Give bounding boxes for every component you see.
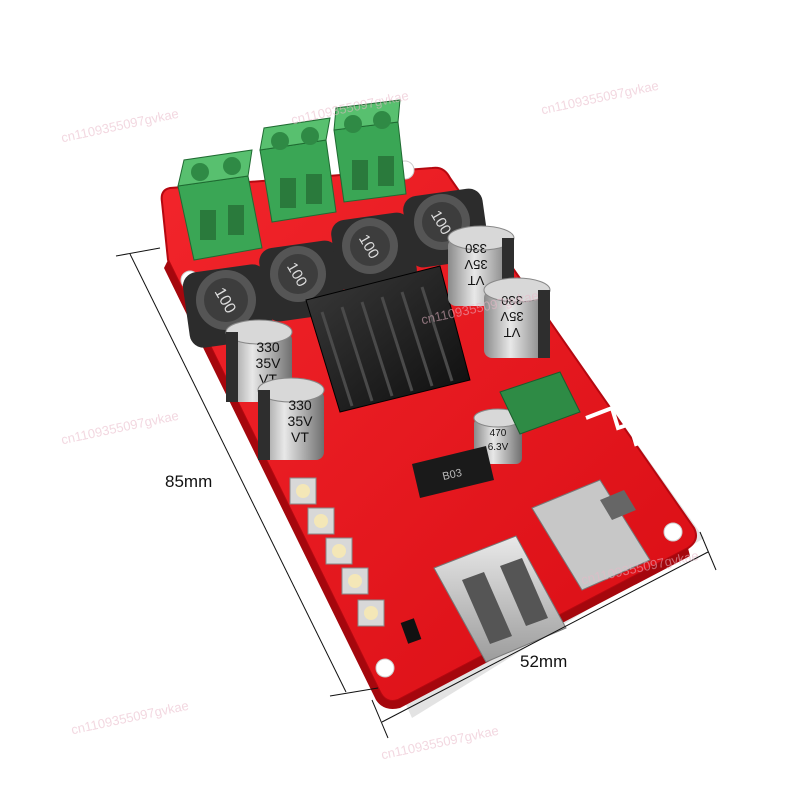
inductor-3: 100 — [331, 212, 417, 292]
capacitor-4-line2: 35V — [500, 309, 523, 324]
capacitor-2-line2: 35V — [288, 413, 314, 429]
capacitor-2-line1: 330 — [288, 397, 312, 413]
capacitor-2: 330 35V VT — [257, 377, 325, 460]
small-capacitor-line2: 6.3V — [488, 442, 509, 453]
small-capacitor-line1: 470 — [490, 428, 507, 439]
height-dimension-line — [115, 247, 379, 697]
width-dimension-label: 52mm — [520, 652, 568, 671]
ic-chip: B03 — [412, 446, 494, 498]
terminal-block-1 — [177, 149, 263, 261]
terminal-block-3 — [333, 99, 407, 203]
antenna-trace — [585, 405, 656, 461]
capacitor-1-line2: 35V — [256, 355, 282, 371]
capacitor-4-line3: 330 — [501, 293, 523, 308]
tactile-buttons — [289, 477, 385, 627]
capacitor-4-line1: VT — [504, 325, 521, 340]
capacitor-3-line1: VT — [468, 273, 485, 288]
capacitor-3-line3: 330 — [465, 241, 487, 256]
ic-chip-label: B03 — [441, 467, 463, 483]
width-dimension-line — [371, 531, 717, 739]
capacitor-2-line3: VT — [291, 429, 309, 445]
sd-card-slot — [531, 479, 651, 591]
capacitor-4: VT 35V 330 — [483, 277, 551, 358]
terminal-block-2 — [259, 117, 337, 223]
usb-port — [433, 535, 567, 663]
ir-receiver — [400, 618, 422, 644]
capacitor-3-line2: 35V — [464, 257, 487, 272]
heat-sink — [305, 265, 471, 413]
capacitor-1-line1: 330 — [256, 339, 280, 355]
bluetooth-module — [499, 371, 581, 435]
height-dimension-label: 85mm — [165, 472, 213, 491]
